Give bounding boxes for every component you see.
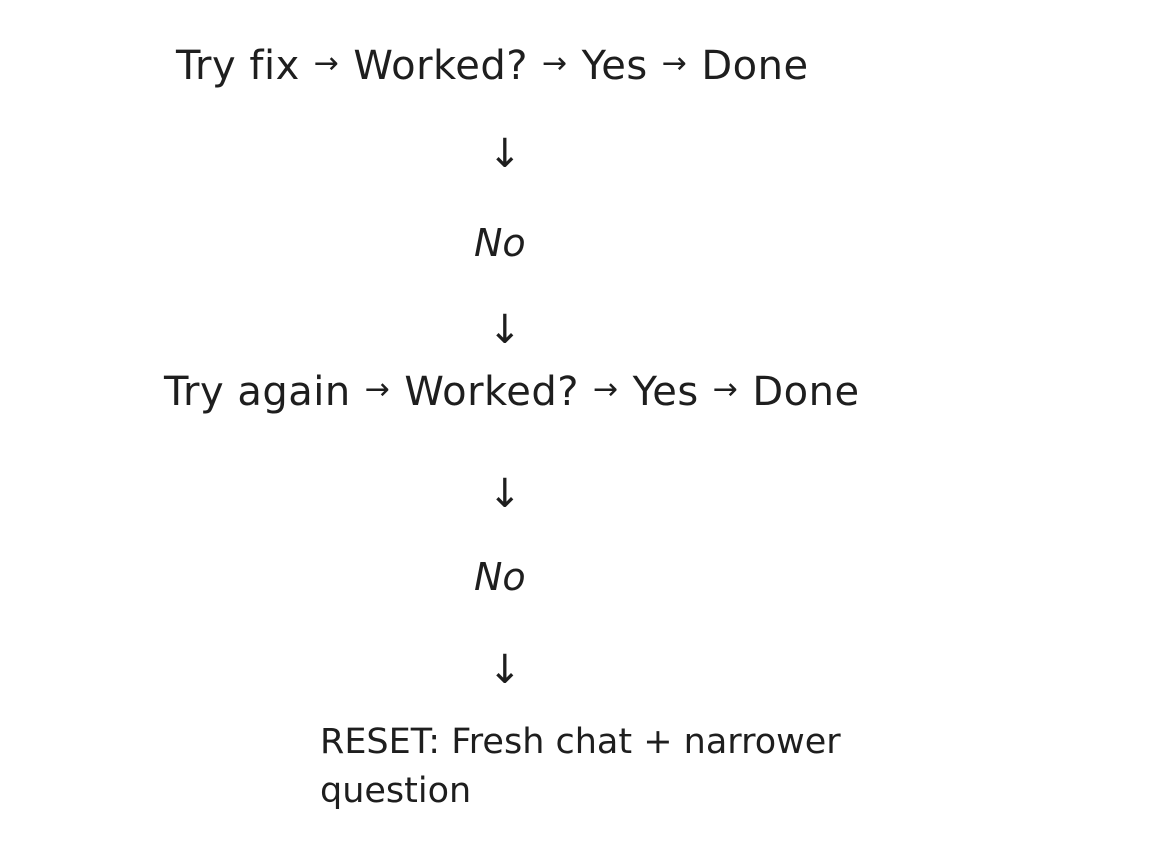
node-yes: Yes [632,369,699,415]
down-arrow-icon: ↓ [488,307,522,353]
node-try-fix: Try fix [176,43,300,89]
right-arrow-icon: → [593,372,619,407]
node-reset: RESET: Fresh chat + narrower question [320,722,841,811]
down-arrow-icon: ↓ [488,471,522,517]
node-worked-question: Worked? [353,43,528,89]
right-arrow-icon: → [712,372,739,407]
node-done: Done [701,43,809,89]
right-arrow-icon: → [313,46,340,81]
node-worked-question: Worked? [404,369,579,415]
node-no: No [474,221,526,265]
node-no: No [474,555,526,599]
right-arrow-icon: → [364,372,391,407]
right-arrow-icon: → [661,46,688,81]
down-arrow-icon: ↓ [488,647,522,693]
right-arrow-icon: → [542,46,568,81]
row-try-again: Try again → Worked? → Yes → Done [164,372,860,412]
node-done: Done [752,369,860,415]
down-arrow-icon: ↓ [488,131,522,177]
node-yes: Yes [581,43,648,89]
node-try-again: Try again [164,369,351,415]
row-try-fix: Try fix → Worked? → Yes → Done [176,46,809,86]
